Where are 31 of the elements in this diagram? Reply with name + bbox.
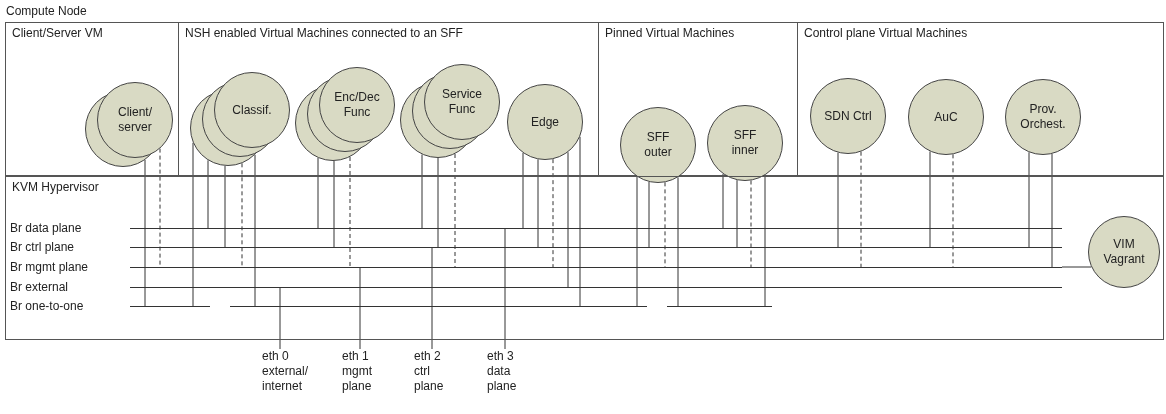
port-label: eth 3 <box>487 349 514 364</box>
bridge-label: Br data plane <box>10 222 82 234</box>
vm-label: SFF inner <box>730 128 760 158</box>
group-title: NSH enabled Virtual Machines connected to an SFF <box>185 26 463 41</box>
bridge-label: Br one-to-one <box>10 300 84 312</box>
group-title: Control plane Virtual Machines <box>804 26 968 41</box>
vm-label: Prov. Orchest. <box>1019 102 1067 132</box>
connector-line <box>1061 266 1092 268</box>
port-description: external/ internet <box>262 364 309 394</box>
vm-label: Service Func <box>441 87 483 117</box>
port-label: eth 1 <box>342 349 369 364</box>
group-title: KVM Hypervisor <box>12 180 99 195</box>
port-description: data plane <box>487 364 517 394</box>
bridge-label: Br mgmt plane <box>10 261 89 273</box>
group-title: Client/Server VM <box>12 26 103 41</box>
vm-label: Edge <box>530 114 560 130</box>
vm-label: Client/ server <box>117 105 153 135</box>
vm-label: SDN Ctrl <box>823 108 873 124</box>
group-title: Pinned Virtual Machines <box>605 26 735 41</box>
bridge-label: Br ctrl plane <box>10 241 75 253</box>
vm-label: AuC <box>933 109 959 125</box>
port-label: eth 2 <box>414 349 441 364</box>
port-description: mgmt plane <box>342 364 372 394</box>
port-label: eth 0 <box>262 349 289 364</box>
diagram-heading: Compute Node <box>6 4 87 19</box>
vm-label: Enc/Dec Func <box>333 90 381 120</box>
vm-label: VIM Vagrant <box>1102 237 1146 267</box>
vm-label: SFF outer <box>643 130 673 160</box>
port-description: ctrl plane <box>414 364 444 394</box>
bridge-label: Br external <box>10 281 69 293</box>
vm-label: Classif. <box>231 102 273 118</box>
